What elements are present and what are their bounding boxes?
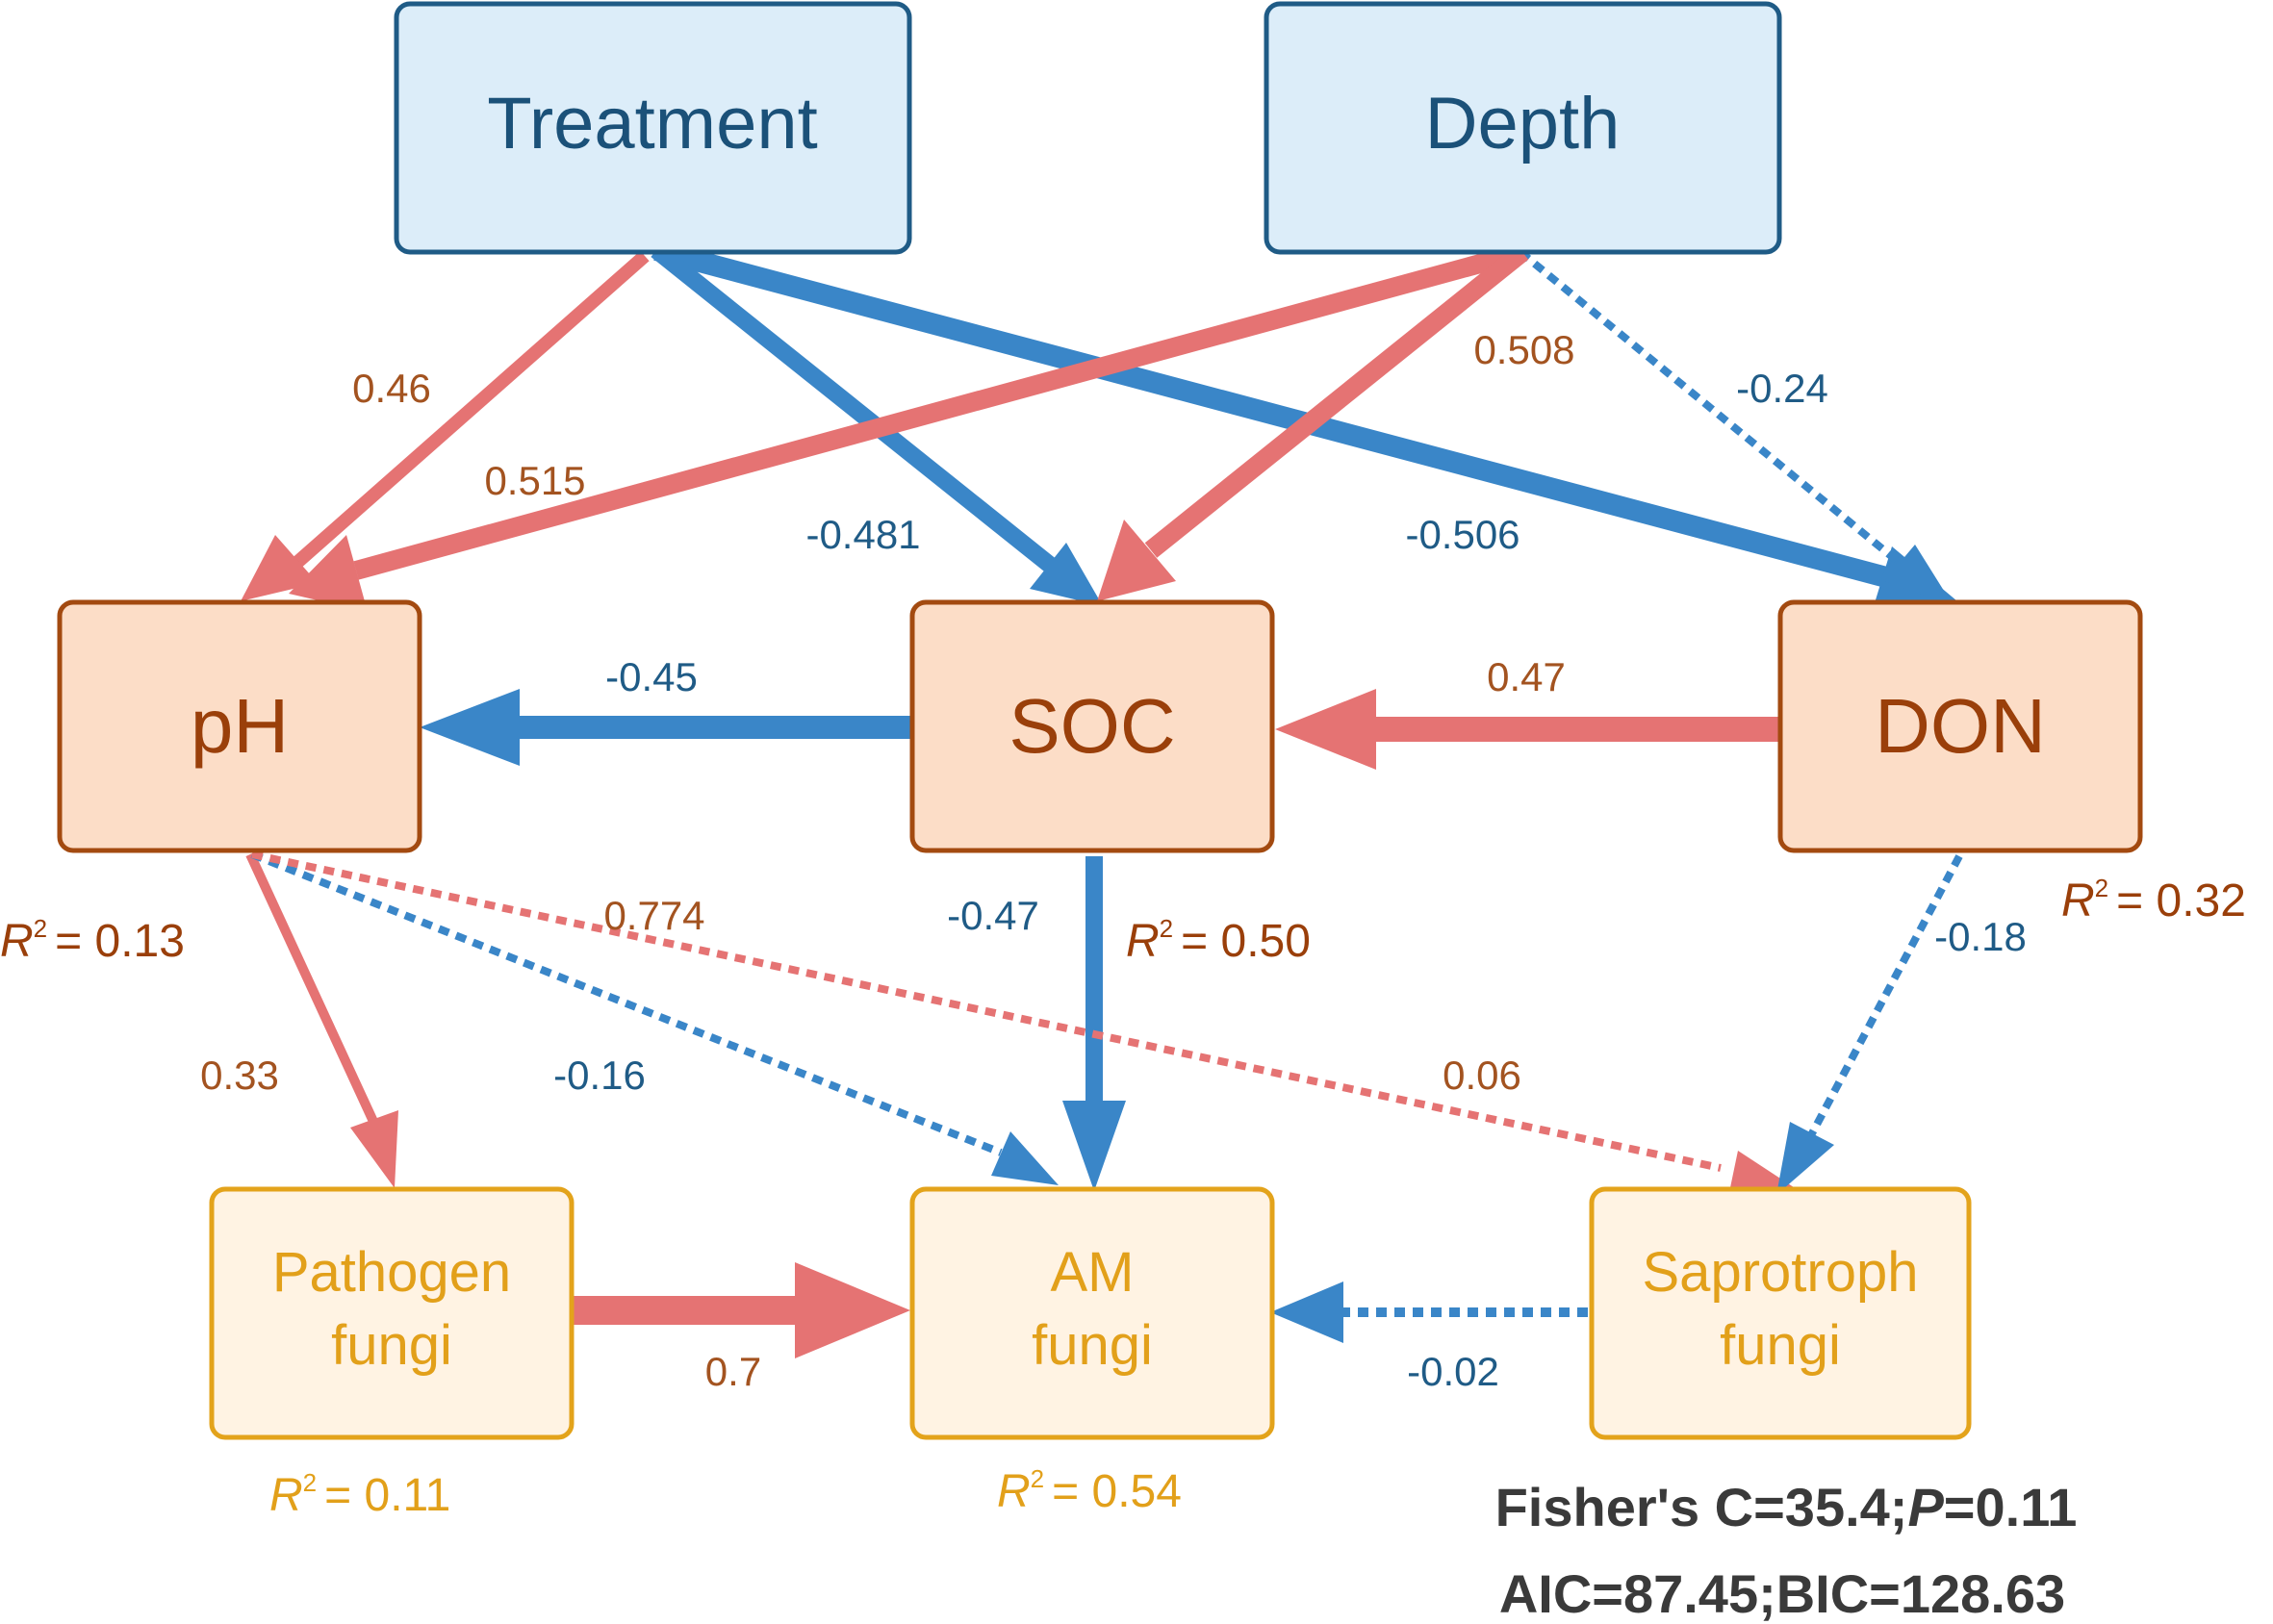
arrow-don-saprotroph bbox=[1776, 854, 1963, 1195]
coef-don-saprotroph: -0.18 bbox=[1934, 914, 2027, 959]
coef-treatment-soc: -0.481 bbox=[805, 512, 920, 557]
arrow-ph-pathogen bbox=[245, 851, 398, 1188]
node-treatment: Treatment bbox=[394, 1, 912, 255]
arrow-depth-soc bbox=[1097, 244, 1529, 601]
r2-labels: R2= 0.13 R2= 0.50 R2= 0.32 R2= 0.11 R2= … bbox=[0, 874, 2246, 1521]
node-saprotroph-fungi: Saprotroph fungi bbox=[1589, 1186, 1972, 1440]
node-ph: pH bbox=[57, 599, 422, 853]
node-am-fungi: AM fungi bbox=[909, 1186, 1275, 1440]
node-label-line2: fungi bbox=[331, 1314, 452, 1377]
coef-ph-am: -0.16 bbox=[553, 1053, 646, 1098]
node-pathogen-fungi: Pathogen fungi bbox=[209, 1186, 575, 1440]
arrow-soc-ph bbox=[420, 689, 912, 766]
arrow-don-soc bbox=[1275, 689, 1780, 770]
arrow-soc-am bbox=[1062, 856, 1126, 1191]
node-label-line2: fungi bbox=[1032, 1314, 1153, 1377]
coef-don-soc: 0.47 bbox=[1487, 654, 1566, 699]
coef-ph-saprotroph: 0.06 bbox=[1443, 1053, 1521, 1098]
node-label: Depth bbox=[1425, 83, 1621, 165]
node-soc: SOC bbox=[909, 599, 1275, 853]
node-label: DON bbox=[1875, 683, 2046, 769]
coef-saprotroph-am: -0.02 bbox=[1407, 1349, 1499, 1394]
coef-ph-pathogen: 0.33 bbox=[200, 1053, 279, 1098]
node-label-line1: AM bbox=[1051, 1241, 1135, 1304]
coef-depth-don: -0.24 bbox=[1736, 366, 1828, 411]
arrow-depth-ph bbox=[289, 242, 1525, 612]
arrow-ph-am bbox=[250, 850, 1059, 1185]
r2-don: R2= 0.32 bbox=[2061, 874, 2246, 926]
coef-treatment-ph: 0.46 bbox=[352, 366, 431, 411]
node-label-line1: Pathogen bbox=[272, 1241, 511, 1304]
path-arrows bbox=[241, 240, 1963, 1358]
r2-soc: R2= 0.50 bbox=[1126, 914, 1311, 967]
node-label: Treatment bbox=[487, 83, 818, 165]
arrow-pathogen-am bbox=[574, 1262, 910, 1358]
fit-fisher-c: Fisher's C=35.4;P=0.11 bbox=[1495, 1477, 2078, 1537]
arrow-saprotroph-am bbox=[1270, 1281, 1588, 1343]
r2-am: R2= 0.54 bbox=[997, 1464, 1182, 1517]
coefficient-labels: 0.46 -0.481 -0.506 0.515 0.508 -0.24 -0.… bbox=[200, 327, 2027, 1394]
node-label: pH bbox=[191, 683, 289, 769]
node-label-line1: Saprotroph bbox=[1643, 1241, 1919, 1304]
coef-pathogen-am: 0.7 bbox=[705, 1349, 761, 1394]
coef-soc-am: -0.47 bbox=[947, 893, 1039, 938]
node-label: SOC bbox=[1009, 683, 1175, 769]
coef-soc-ph: -0.45 bbox=[605, 654, 698, 699]
coef-treatment-don: -0.506 bbox=[1405, 512, 1520, 557]
r2-pathogen: R2= 0.11 bbox=[269, 1468, 450, 1521]
arrow-treatment-soc bbox=[651, 242, 1103, 606]
arrow-depth-don bbox=[1518, 248, 1954, 606]
node-don: DON bbox=[1777, 599, 2143, 853]
coef-extra-label: 0.774 bbox=[603, 893, 704, 938]
fit-aic-bic: AIC=87.45;BIC=128.63 bbox=[1499, 1563, 2065, 1624]
coef-depth-soc: 0.508 bbox=[1473, 327, 1574, 372]
node-depth: Depth bbox=[1264, 1, 1782, 255]
model-fit-statistics: Fisher's C=35.4;P=0.11 AIC=87.45;BIC=128… bbox=[1495, 1477, 2078, 1624]
r2-ph: R2= 0.13 bbox=[0, 914, 185, 967]
node-label-line2: fungi bbox=[1720, 1314, 1841, 1377]
coef-depth-ph: 0.515 bbox=[484, 458, 585, 503]
